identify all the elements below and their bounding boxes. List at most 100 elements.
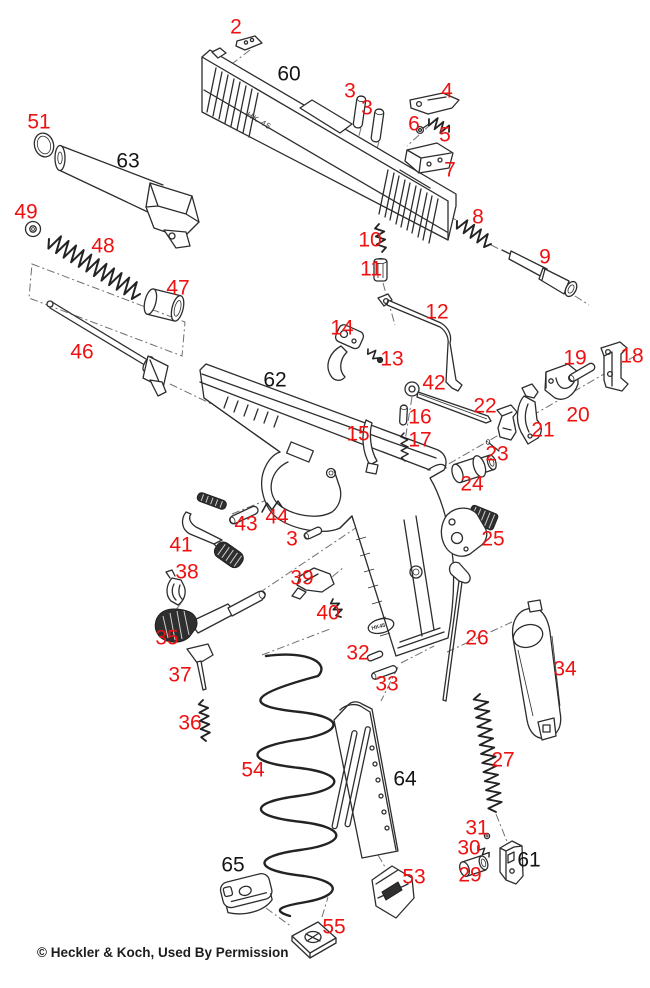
- part-label-65: 65: [221, 853, 245, 877]
- part-48-spring-drawing: [47, 235, 141, 300]
- pin-33-drawing: [371, 665, 398, 680]
- part-label-32: 32: [346, 641, 370, 665]
- part-label-20: 20: [566, 403, 590, 427]
- part-38-drawing: [165, 569, 186, 606]
- part-39-drawing: [291, 567, 335, 600]
- part-26-strut-drawing: [442, 561, 471, 702]
- part-label-30: 30: [457, 836, 481, 860]
- part-label-31: 31: [465, 816, 489, 840]
- copyright-text: © Heckler & Koch, Used By Permission: [37, 945, 289, 960]
- part-label-54: 54: [241, 758, 265, 782]
- part-13-spring-drawing: [367, 348, 384, 364]
- part-label-35: 35: [155, 626, 179, 650]
- part-54-mag-spring-drawing: [256, 653, 338, 918]
- part-label-49: 49: [14, 200, 38, 224]
- recoil-assembly-group-box: [28, 263, 186, 357]
- part-29-drawing: [458, 855, 489, 878]
- part-4-drawing: [409, 92, 460, 115]
- part-label-48: 48: [91, 234, 115, 258]
- part-7-drawing: [404, 142, 454, 174]
- part-label-33: 33: [375, 672, 399, 696]
- part-label-5: 5: [439, 123, 451, 147]
- part-21-drawing: [516, 383, 542, 445]
- part-49-washer-drawing: [24, 220, 42, 238]
- part-label-43: 43: [234, 512, 258, 536]
- part-25-hammer-drawing: [440, 504, 499, 557]
- part-53-follower-drawing: [371, 865, 415, 919]
- part-label-19: 19: [563, 346, 587, 370]
- pin-43-drawing: [229, 505, 259, 525]
- part-65-floor-plate-drawing: [219, 872, 273, 915]
- part-label-64: 64: [393, 767, 417, 791]
- pin-19-drawing: [567, 362, 596, 383]
- part-label-3: 3: [286, 527, 298, 551]
- part-36-spring-drawing: [197, 699, 211, 742]
- part-61-drawing: [499, 840, 524, 885]
- part-label-15: 15: [346, 422, 370, 446]
- part-24-drawing: [451, 454, 497, 484]
- part-9-firing-pin-drawing: [501, 249, 578, 298]
- part-label-44: 44: [265, 505, 289, 529]
- part-label-7: 7: [444, 158, 456, 182]
- part-label-27: 27: [491, 748, 515, 772]
- part-31-ball-drawing: [483, 832, 491, 840]
- part-10-spring-drawing: [374, 223, 387, 253]
- part-label-37: 37: [168, 663, 192, 687]
- part-label-8: 8: [472, 205, 484, 229]
- accessory-rail: [223, 396, 279, 428]
- part-label-18: 18: [620, 344, 644, 368]
- grip-marking-text: HK45: [371, 623, 386, 632]
- part-41-slide-stop-drawing: [181, 492, 244, 569]
- part-27-spring-drawing: [472, 693, 503, 813]
- part-label-38: 38: [175, 560, 199, 584]
- part-47-buffer-drawing: [143, 288, 185, 322]
- part-2-drawing: [235, 35, 263, 51]
- part-22-drawing: [496, 404, 518, 441]
- part-label-6: 6: [408, 112, 420, 136]
- part-35-drawing: [154, 590, 266, 643]
- slide-drawing: HK 45: [201, 47, 457, 244]
- pin-32-drawing: [366, 650, 384, 662]
- part-label-13: 13: [380, 347, 404, 371]
- part-label-11: 11: [360, 257, 382, 281]
- part-label-22: 22: [473, 394, 497, 418]
- part-12-trigger-bar-drawing: [377, 293, 463, 392]
- part-label-2: 2: [230, 15, 242, 39]
- part-55-drawing: [291, 921, 337, 959]
- pin-3a-drawing: [352, 95, 367, 129]
- part-label-17: 17: [408, 428, 432, 452]
- part-label-42: 42: [422, 371, 446, 395]
- part-label-23: 23: [485, 442, 509, 466]
- part-label-4: 4: [441, 79, 453, 103]
- part-18-drawing: [600, 341, 629, 392]
- part-40-spring-drawing: [329, 598, 343, 618]
- part-label-9: 9: [539, 245, 551, 269]
- part-30-spring-drawing: [477, 845, 490, 858]
- pin-3b-drawing: [370, 108, 385, 143]
- part-5-spring-drawing: [428, 117, 450, 134]
- pin-23-drawing: [485, 439, 500, 452]
- pin-16-drawing: [399, 404, 408, 426]
- part-17-spring-drawing: [399, 432, 409, 462]
- part-label-47: 47: [166, 276, 190, 300]
- part-label-14: 14: [330, 316, 354, 340]
- part-label-46: 46: [70, 340, 94, 364]
- pin-3c-drawing: [303, 526, 323, 540]
- part-label-21: 21: [531, 418, 555, 442]
- frame-drawing: HK45: [199, 363, 455, 657]
- part-label-3: 3: [344, 79, 356, 103]
- part-label-51: 51: [27, 110, 51, 134]
- part-label-16: 16: [408, 405, 432, 429]
- part-label-36: 36: [178, 711, 202, 735]
- part-51-oring-drawing: [33, 132, 55, 158]
- part-label-24: 24: [460, 472, 484, 496]
- magazine-drawing: [331, 701, 399, 859]
- part-label-53: 53: [402, 865, 426, 889]
- part-34-grip-panel-drawing: [511, 599, 562, 741]
- part-label-63: 63: [116, 149, 140, 173]
- part-label-62: 62: [263, 368, 287, 392]
- part-8-spring-drawing: [455, 219, 492, 249]
- part-label-41: 41: [169, 533, 193, 557]
